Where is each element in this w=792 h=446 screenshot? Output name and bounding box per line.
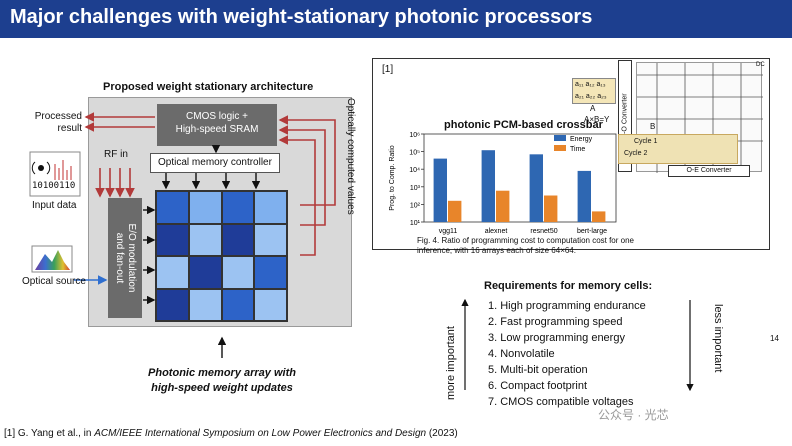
memory-cell	[222, 224, 254, 255]
memory-cell	[189, 289, 221, 320]
bar-time	[496, 190, 510, 222]
memory-cell	[157, 192, 188, 223]
bar-chart: 10⁶ 10⁵ 10⁴ 10³ 10² 10¹ Prog. to Comp. Ratio vg…	[389, 132, 617, 235]
plot-frame	[423, 133, 617, 223]
memory-cell	[189, 257, 221, 288]
matrix-b-label: B	[650, 122, 656, 131]
x-tick-label: alexnet	[485, 228, 508, 235]
more-important-label: more important	[445, 326, 457, 400]
watermark: 公众号 · 光芯	[598, 408, 669, 422]
x-tick-label: vgg11	[439, 228, 458, 235]
optical-memory-controller: Optical memory controller	[150, 153, 280, 173]
bar-time	[592, 211, 606, 222]
requirements-list: 1. High programming endurance 2. Fast pro…	[488, 298, 646, 410]
cmos-block: CMOS logic + High-speed SRAM	[157, 104, 277, 146]
y-tick-label: 10⁵	[409, 150, 420, 157]
bar-energy	[433, 158, 447, 222]
architecture-title: Proposed weight stationary architecture	[103, 81, 314, 93]
importance-arrows	[461, 298, 694, 392]
legend-label: Energy	[570, 136, 593, 143]
less-important-label: less important	[712, 304, 724, 373]
memory-cell	[255, 224, 286, 255]
title-bar: Major challenges with weight-stationary …	[0, 0, 792, 38]
memory-cell	[189, 224, 221, 255]
legend-swatch	[554, 135, 566, 141]
optical-source-label: Optical source	[22, 276, 86, 287]
memory-cell	[255, 192, 286, 223]
requirement-item: 3. Low programming energy	[488, 332, 625, 344]
memory-cell	[189, 192, 221, 223]
y-tick-label: 10²	[410, 202, 421, 209]
requirement-item: 5. Multi-bit operation	[488, 364, 588, 376]
requirement-item: 2. Fast programming speed	[488, 316, 623, 328]
rf-in-label: RF in	[104, 149, 128, 160]
matrix-a-label: A	[590, 104, 596, 113]
optically-computed-label: Optically computed values	[345, 98, 356, 215]
memory-cell	[222, 257, 254, 288]
cycle-strip	[618, 134, 738, 164]
memory-cell	[222, 192, 254, 223]
memory-cell	[255, 257, 286, 288]
dc-label: DC	[756, 62, 765, 68]
y-tick-label: 10⁴	[409, 167, 420, 174]
y-tick-label: 10¹	[410, 220, 421, 227]
memory-cell	[157, 257, 188, 288]
memory-cell	[157, 224, 188, 255]
cycle2-label: Cycle 2	[624, 150, 648, 157]
requirement-item: 7. CMOS compatible voltages	[488, 396, 634, 408]
y-tick-label: 10⁶	[409, 132, 420, 139]
legend-swatch	[554, 145, 566, 151]
memory-cell	[222, 289, 254, 320]
requirement-item: 1. High programming endurance	[488, 300, 646, 312]
bar-time	[448, 200, 462, 222]
cmos-line1: CMOS logic +	[186, 111, 248, 122]
photonic-memory-grid	[155, 190, 288, 322]
bar-energy	[577, 170, 591, 222]
cycle1-label: Cycle 1	[634, 138, 658, 145]
x-tick-label: resnet50	[530, 228, 557, 235]
requirements-title: Requirements for memory cells:	[484, 280, 653, 292]
footnote: [1] G. Yang et al., in ACM/IEEE Internat…	[4, 428, 458, 439]
x-tick-label: bert-large	[577, 228, 607, 235]
memory-cell	[255, 289, 286, 320]
y-axis-label: Prog. to Comp. Ratio	[389, 145, 396, 210]
slide-title: Major challenges with weight-stationary …	[10, 6, 593, 28]
reference-tag: [1]	[382, 64, 394, 75]
requirement-item: 6. Compact footprint	[488, 380, 588, 392]
bar-time	[544, 195, 558, 222]
requirement-item: 4. Nonvolatile	[488, 348, 555, 360]
memory-cell	[157, 289, 188, 320]
bar-energy	[529, 154, 543, 222]
y-tick-label: 10³	[410, 185, 421, 192]
input-data-label: Input data	[32, 200, 77, 211]
bits-label: 10100110	[32, 181, 76, 191]
chart-title: photonic PCM-based crossbar	[444, 119, 603, 131]
bar-energy	[481, 150, 495, 222]
axb-label: A×B=Y	[584, 115, 610, 124]
oe-converter: O-E Converter	[668, 165, 750, 177]
cmos-line2: High-speed SRAM	[175, 124, 259, 135]
legend-label: Time	[570, 146, 585, 153]
figure-caption: Fig. 4. Ratio of programming cost to com…	[417, 236, 634, 255]
slide-number: 14	[770, 334, 779, 343]
